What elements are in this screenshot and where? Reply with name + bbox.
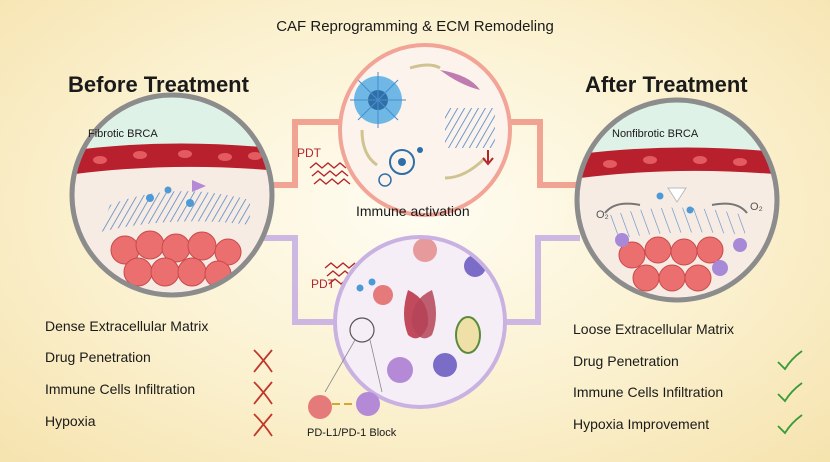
- fibrotic-brca-label: Fibrotic BRCA: [88, 128, 158, 140]
- before-heading: Before Treatment: [68, 72, 249, 97]
- check-icon-group: [777, 350, 803, 435]
- pdt-laser-top: [309, 162, 351, 185]
- before-list-item: Dense Extracellular Matrix: [45, 318, 209, 334]
- check-icon: [777, 382, 803, 403]
- pdt-label: PDT: [297, 146, 321, 160]
- figure-title: CAF Reprogramming & ECM Remodeling: [276, 18, 554, 35]
- pd-l1-pd-1-block-illustration: [308, 339, 383, 419]
- cross-icon: [253, 381, 273, 405]
- cross-icon: [253, 413, 273, 437]
- cross-icon-group: [253, 349, 273, 437]
- after-list-item: Loose Extracellular Matrix: [573, 321, 735, 337]
- check-icon: [777, 350, 803, 371]
- after-heading: After Treatment: [585, 72, 748, 97]
- o2-label: O₂: [596, 209, 609, 221]
- immune-activation-label: Immune activation: [356, 203, 470, 219]
- o2-label: O₂: [750, 201, 763, 213]
- pd-block-label: PD-L1/PD-1 Block: [307, 427, 397, 439]
- after-list-item: Hypoxia Improvement: [573, 416, 710, 432]
- bottom-connector-path: [262, 235, 580, 325]
- caf-reprogramming-illustration: [338, 43, 512, 217]
- pdt-label: PDT: [311, 277, 335, 291]
- fibrotic-tumor-illustration: [69, 92, 275, 298]
- after-list-item: Immune Cells Infiltration: [573, 384, 724, 400]
- before-list-item: Immune Cells Infiltration: [45, 381, 196, 397]
- cross-icon: [253, 349, 273, 373]
- before-list-item: Hypoxia: [45, 413, 96, 429]
- nonfibrotic-tumor-illustration: [574, 97, 780, 303]
- before-list-item: Drug Penetration: [45, 349, 151, 365]
- immune-activation-illustration: [333, 235, 507, 409]
- after-list-item: Drug Penetration: [573, 353, 679, 369]
- check-icon: [777, 414, 803, 435]
- nonfibrotic-brca-label: Nonfibrotic BRCA: [612, 128, 699, 140]
- top-connector-path: [262, 119, 580, 188]
